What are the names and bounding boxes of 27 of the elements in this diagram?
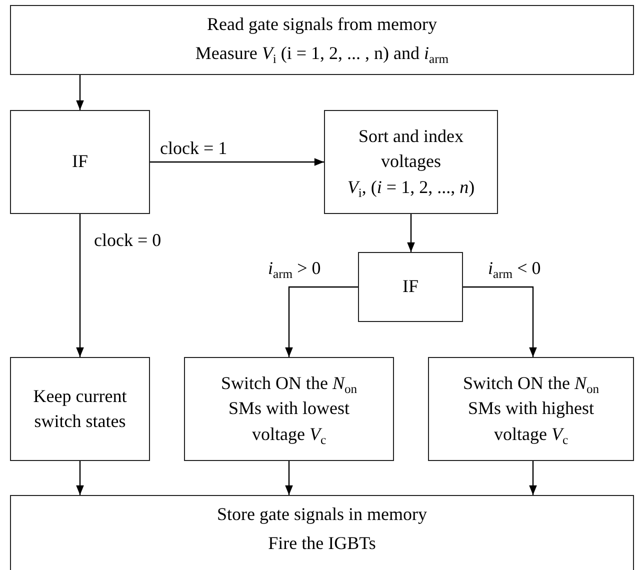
arrow <box>285 461 293 495</box>
node-text: Measure V$_{i}$ (i = 1, 2, ... , n) and i$_{arm}$ <box>195 42 449 66</box>
process-box <box>10 5 634 75</box>
node-text: Fire the IGBTs <box>268 532 376 556</box>
node-text: Store gate signals in memory <box>217 503 427 526</box>
process-box <box>428 357 634 461</box>
node-text: V$_{i}$, (i = 1, 2, ..., n) <box>347 176 475 200</box>
arrow <box>76 75 84 110</box>
node-text: Keep current switch states <box>32 384 128 433</box>
node-text: IF <box>72 150 88 174</box>
arrow <box>285 286 358 357</box>
decision-box <box>10 110 150 214</box>
node-text: Switch ON the N$_{on}$ SMs with lowest voltage V$_{c}$ <box>220 372 358 447</box>
node-text: Read gate signals from memory <box>207 13 437 36</box>
arrow <box>529 461 537 495</box>
decision-box <box>358 252 463 322</box>
process-box <box>324 110 498 214</box>
arrow <box>76 214 84 357</box>
arrow <box>76 461 84 495</box>
arrow <box>463 286 537 357</box>
process-box <box>184 357 394 461</box>
node-text: IF <box>402 275 418 298</box>
process-box <box>10 357 150 461</box>
arrow <box>150 158 324 166</box>
process-box <box>10 495 634 570</box>
node-text: Switch ON the N$_{on}$ SMs with highest voltage V$_{c}$ <box>462 372 600 447</box>
arrow <box>407 214 415 252</box>
